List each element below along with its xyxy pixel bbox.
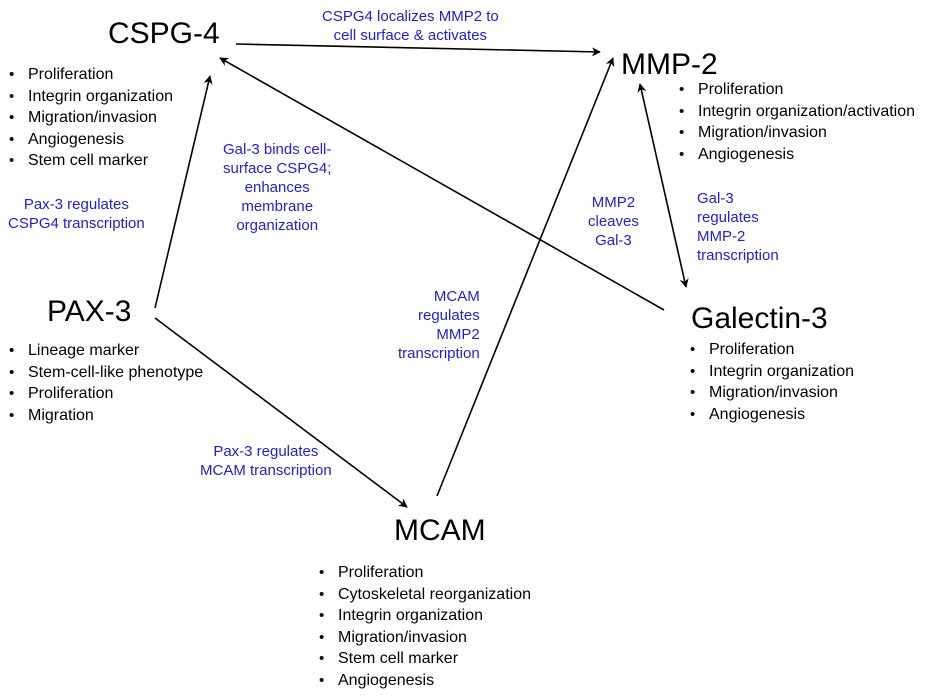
edge-label-line: membrane xyxy=(241,198,314,215)
edge-label-line: Pax-3 regulates xyxy=(23,196,129,213)
edge-label-line: transcription xyxy=(697,247,779,264)
edge-label-line: organization xyxy=(236,217,319,234)
galectin3-function-item: Integrin organization xyxy=(687,361,854,383)
edge-mmp2-gal3 xyxy=(637,83,689,288)
edge-mcam-mmp2 xyxy=(436,57,615,497)
edge-label-line: CSPG4 localizes MMP2 to xyxy=(322,8,499,25)
pax3-function-item: Migration xyxy=(6,405,203,427)
cspg4-functions-list: ProliferationIntegrin organizationMigrat… xyxy=(6,64,173,172)
label-cspg4-mmp2: CSPG4 localizes MMP2 to cell surface & ac… xyxy=(322,7,499,45)
galectin3-function-item: Angiogenesis xyxy=(687,404,854,426)
pax3-function-item: Proliferation xyxy=(6,383,203,405)
cspg4-function-item: Proliferation xyxy=(6,64,173,86)
edge-label-line: MMP-2 xyxy=(697,228,746,245)
cspg4-function-item: Angiogenesis xyxy=(6,129,173,151)
cspg4-function-item: Stem cell marker xyxy=(6,150,173,172)
cspg4-function-item: Integrin organization xyxy=(6,86,173,108)
edge-cspg4-mmp2 xyxy=(235,43,601,57)
edge-label-line: surface CSPG4; xyxy=(223,160,332,177)
edge-gal3-cspg4 xyxy=(219,57,665,311)
mcam-function-item: Angiogenesis xyxy=(316,670,531,692)
mcam-function-item: Proliferation xyxy=(316,562,531,584)
edge-label-line: transcription xyxy=(398,345,480,362)
edge-label-line: Gal-3 xyxy=(595,232,632,249)
pax3-function-item: Lineage marker xyxy=(6,340,203,362)
mcam-function-item: Migration/invasion xyxy=(316,627,531,649)
mcam-function-item: Cytoskeletal reorganization xyxy=(316,584,531,606)
galectin3-function-item: Proliferation xyxy=(687,339,854,361)
edge-label-line: Gal-3 binds cell- xyxy=(223,141,332,158)
galectin3-functions-list: ProliferationIntegrin organizationMigrat… xyxy=(687,339,854,425)
edge-label-line: Gal-3 xyxy=(697,190,734,207)
edge-label-line: MCAM transcription xyxy=(200,462,332,479)
mmp2-function-item: Proliferation xyxy=(676,79,915,101)
edge-label-line: regulates xyxy=(697,209,759,226)
cspg4-node-title: CSPG-4 xyxy=(108,17,220,50)
edge-label-line: MMP2 xyxy=(591,194,636,211)
edge-label-line: regulates xyxy=(417,307,480,324)
mcam-function-item: Stem cell marker xyxy=(316,648,531,670)
mcam-function-item: Integrin organization xyxy=(316,605,531,627)
edge-label-line: CSPG4 transcription xyxy=(8,215,145,232)
label-gal3-cspg4: Gal-3 binds cell-surface CSPG4; enhances m… xyxy=(223,140,331,235)
edge-label-line: Pax-3 regulates xyxy=(213,443,319,460)
edge-label-line: cleaves xyxy=(588,213,639,230)
galectin3-node-title: Galectin-3 xyxy=(691,302,828,335)
pax3-functions-list: Lineage markerStem-cell-like phenotypePr… xyxy=(6,340,203,426)
mcam-node-title: MCAM xyxy=(394,514,486,547)
edge-label-line: MCAM xyxy=(433,288,480,305)
mcam-functions-list: ProliferationCytoskeletal reorganization… xyxy=(316,562,531,691)
mmp2-function-item: Angiogenesis xyxy=(676,144,915,166)
mmp2-function-item: Migration/invasion xyxy=(676,122,915,144)
galectin3-function-item: Migration/invasion xyxy=(687,382,854,404)
edge-label-line: MMP2 xyxy=(436,326,480,343)
pax3-node-title: PAX-3 xyxy=(47,295,132,328)
mmp2-functions-list: ProliferationIntegrin organization/activ… xyxy=(676,79,915,165)
cspg4-function-item: Migration/invasion xyxy=(6,107,173,129)
pax3-function-item: Stem-cell-like phenotype xyxy=(6,362,203,384)
edge-label-line: cell surface & activates xyxy=(333,27,488,44)
edge-label-line: enhances xyxy=(244,179,310,196)
edge-pax3-cspg4 xyxy=(154,75,213,309)
mmp2-node-title: MMP-2 xyxy=(621,48,718,81)
mmp2-function-item: Integrin organization/activation xyxy=(676,101,915,123)
